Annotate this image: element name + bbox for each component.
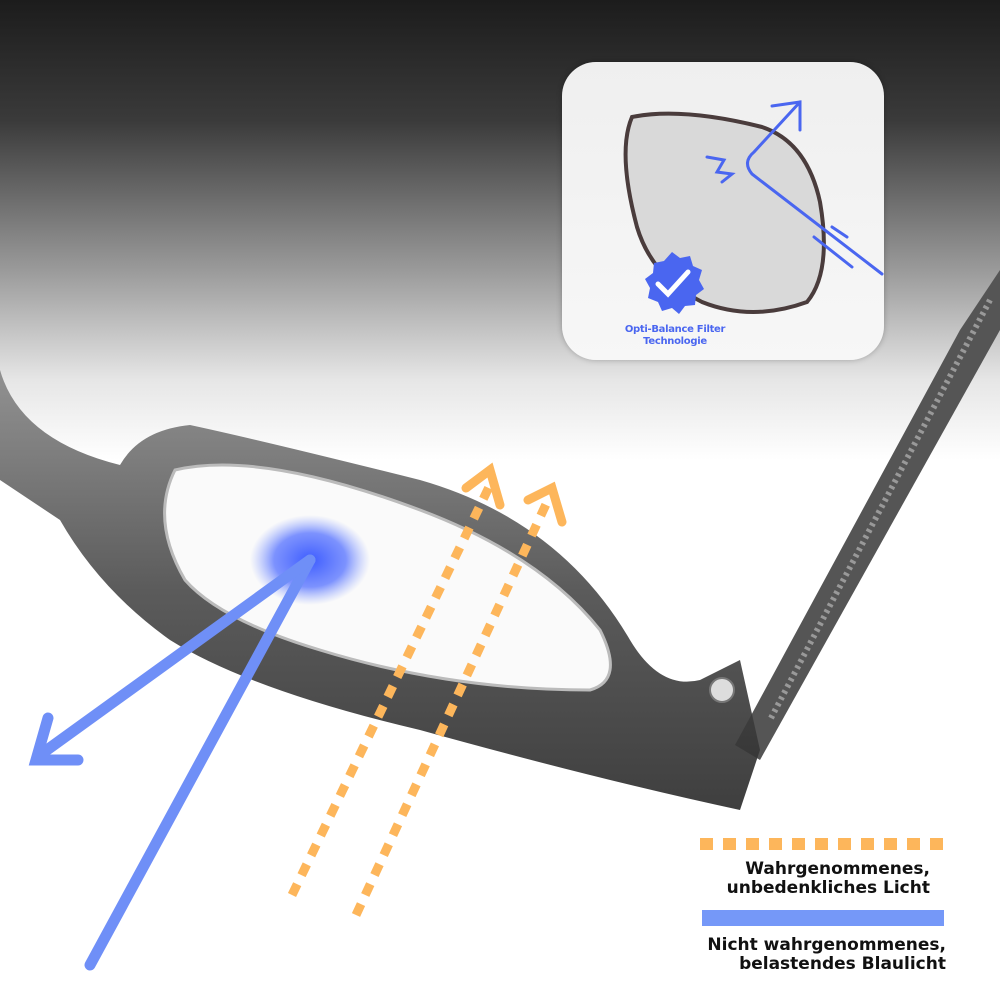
legend-solid-swatch — [702, 910, 944, 926]
filter-caption: Opti-Balance Filter Technologie — [602, 324, 748, 348]
legend-line: Wahrgenommenes, — [745, 859, 930, 879]
legend-line: unbedenkliches Licht — [726, 878, 930, 898]
legend-dotted-swatch — [700, 838, 944, 850]
blue-light-rays — [28, 554, 316, 971]
legend-label-blue-light: Nicht wahrgenommenes, belastendes Blauli… — [700, 936, 946, 974]
legend-line: Nicht wahrgenommenes, — [707, 935, 946, 955]
filter-technology-badge-card: Opti-Balance Filter Technologie — [562, 62, 884, 360]
caption-line-2: Technologie — [643, 336, 707, 347]
visible-light-rays — [287, 462, 567, 917]
lens-diagram — [623, 100, 884, 314]
temple-arm — [735, 270, 1000, 760]
caption-line-1: Opti-Balance Filter — [624, 324, 726, 335]
legend-label-visible-light: Wahrgenommenes, unbedenkliches Licht — [710, 860, 930, 898]
hinge-screw — [709, 677, 735, 703]
legend-line: belastendes Blaulicht — [739, 954, 946, 974]
check-seal-icon — [645, 252, 704, 314]
